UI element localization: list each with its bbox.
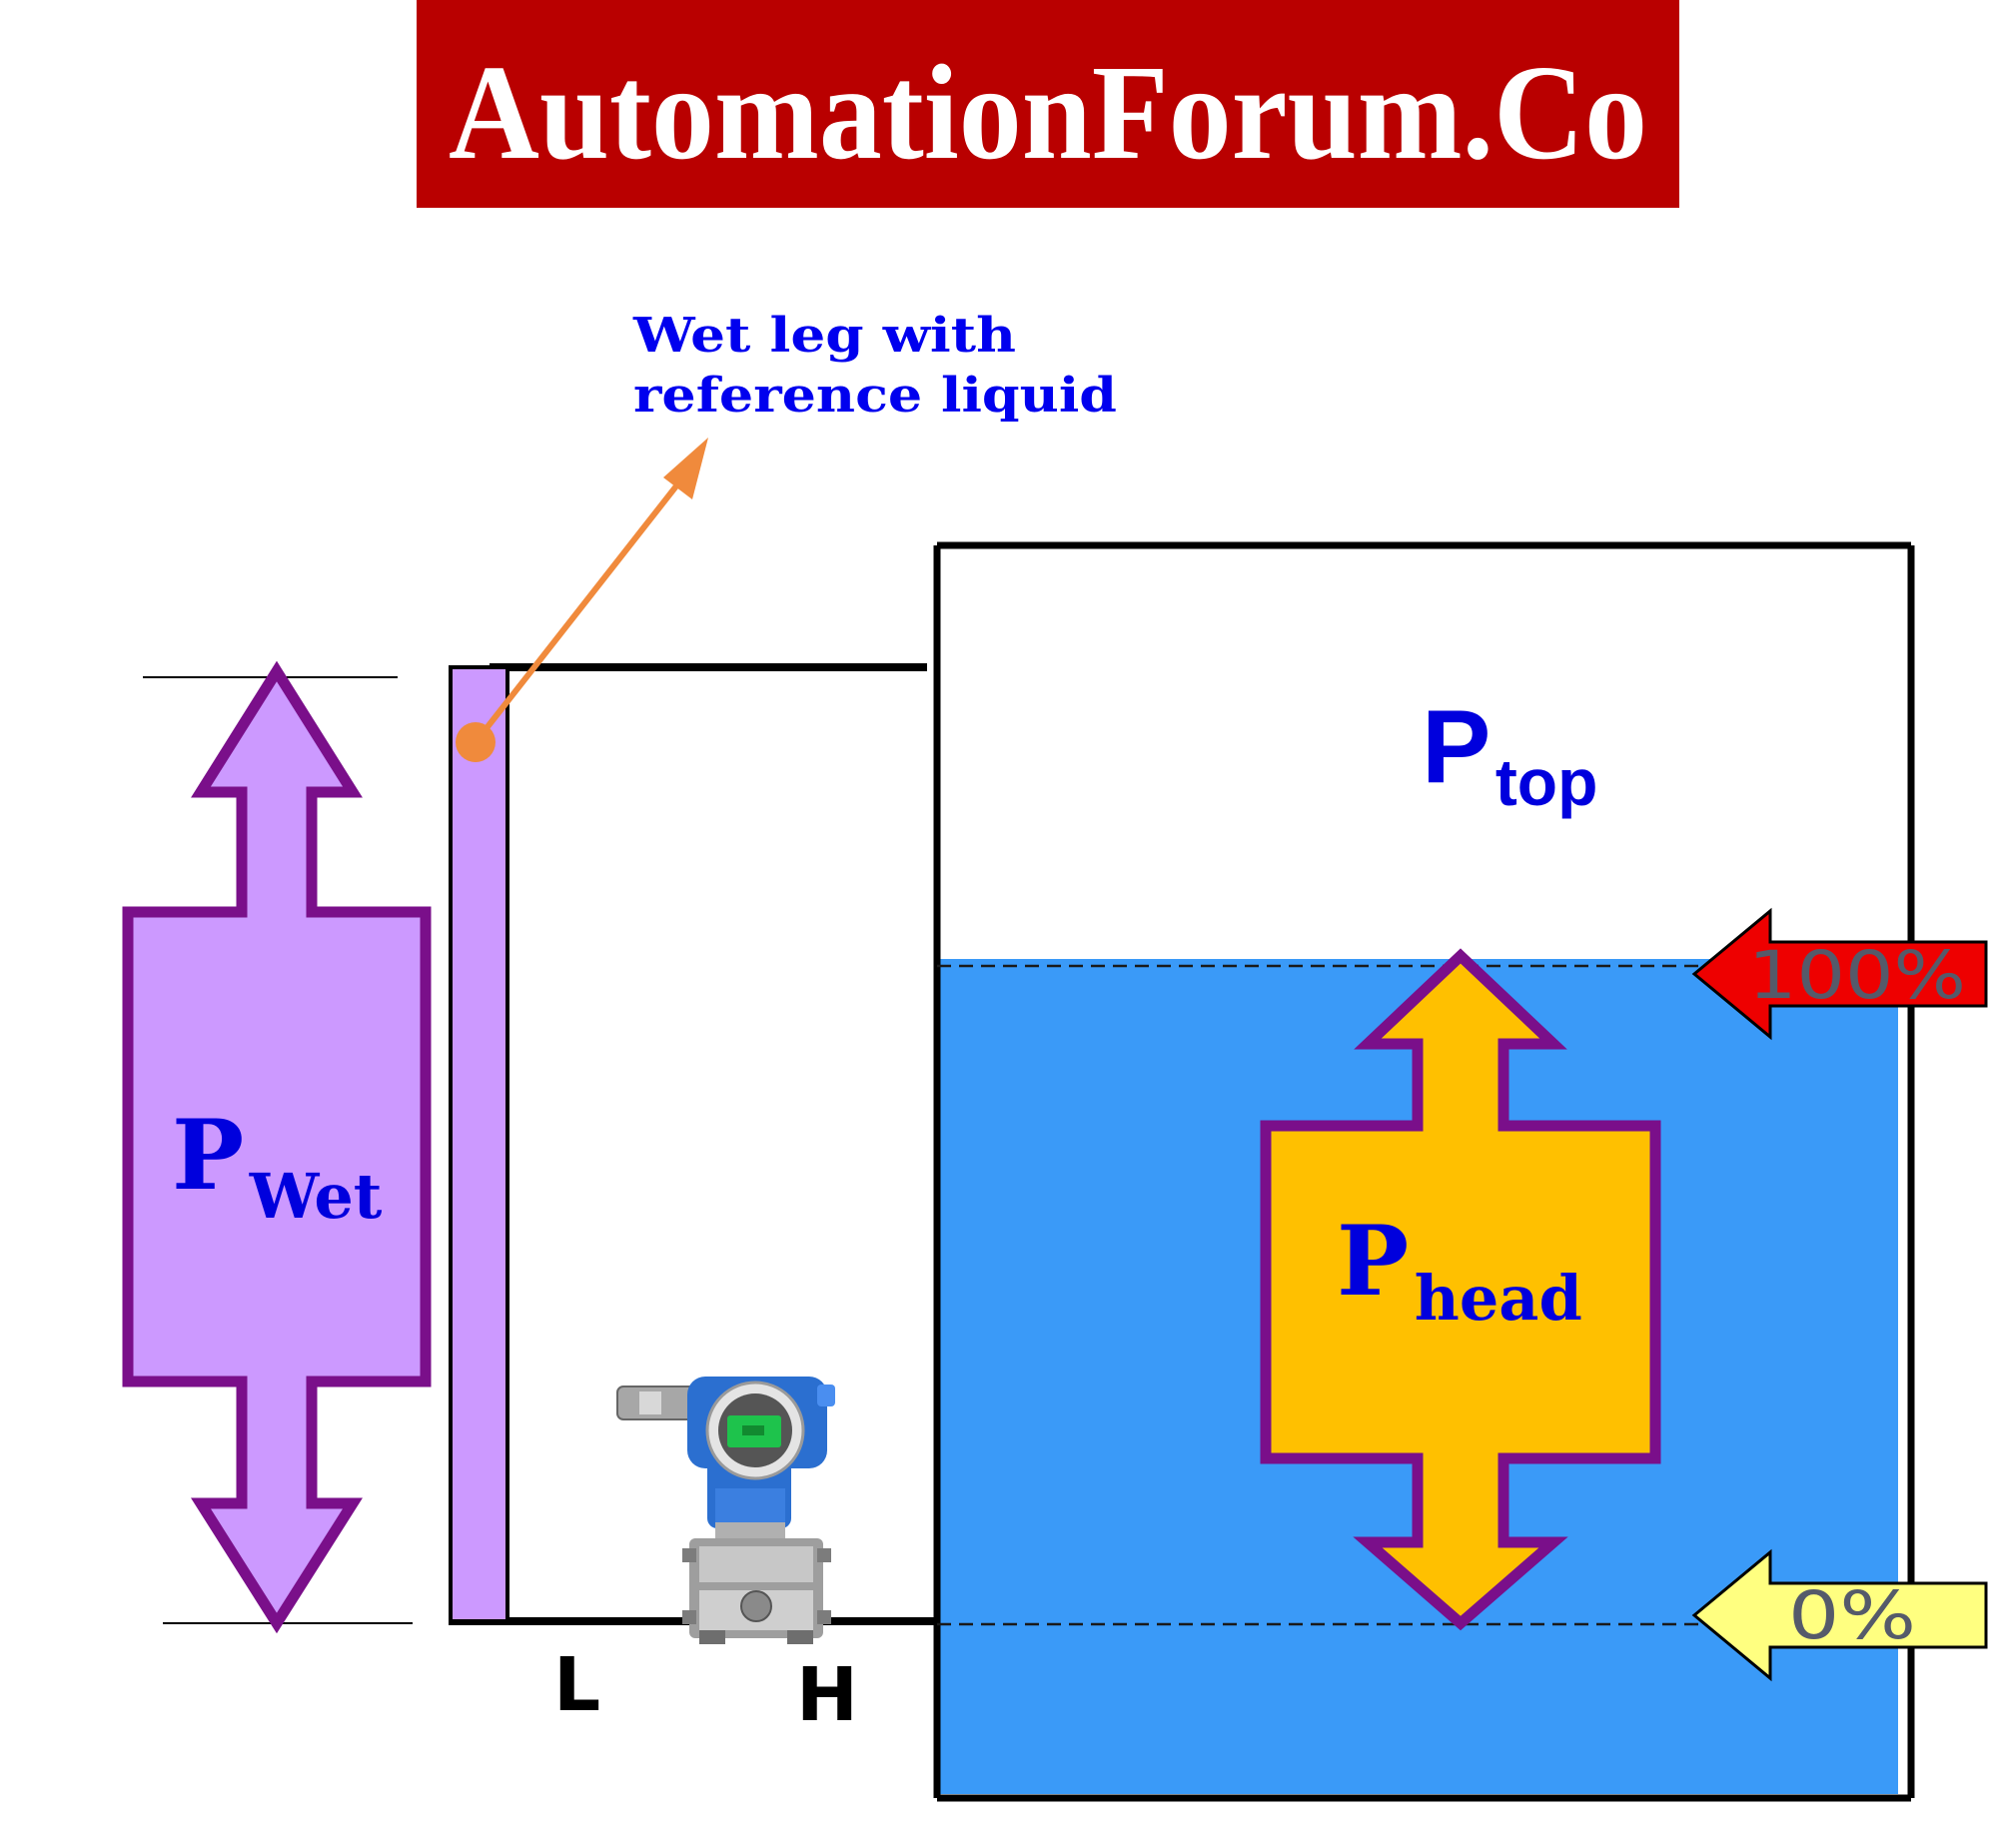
p-head-sub: head — [1415, 1262, 1582, 1335]
p-top-label: P top — [1422, 689, 1597, 819]
banner: AutomationForum.Co — [417, 0, 1679, 208]
p-head-main: P — [1337, 1205, 1409, 1318]
low-side-port-label: L — [553, 1642, 600, 1728]
level-0-marker: 0% — [1691, 1548, 1988, 1682]
p-head-double-arrow — [1260, 948, 1661, 1631]
high-side-port-label: H — [796, 1652, 858, 1738]
level-0-label: 0% — [1788, 1577, 1916, 1654]
differential-pressure-transmitter-icon — [616, 1377, 835, 1644]
p-top-sub: top — [1495, 745, 1598, 819]
callout-arrow — [456, 438, 708, 762]
p-head-label: P head — [1337, 1205, 1582, 1335]
level-100-label: 100% — [1748, 937, 1966, 1014]
p-wet-sub: Wet — [249, 1160, 383, 1233]
impulse-lines — [449, 663, 937, 1625]
callout-line-1: Wet leg with — [632, 308, 1016, 364]
banner-title: AutomationForum.Co — [449, 38, 1647, 188]
wet-leg-column — [449, 665, 509, 1623]
p-top-main: P — [1422, 689, 1491, 805]
p-wet-double-arrow — [122, 660, 432, 1634]
wet-leg-callout: Wet leg with reference liquid — [632, 308, 1117, 424]
banner-background — [417, 0, 1679, 208]
level-100-marker: 100% — [1691, 907, 1988, 1041]
callout-line-2: reference liquid — [633, 368, 1117, 424]
p-wet-main: P — [172, 1099, 244, 1212]
p-wet-label: P Wet — [172, 1099, 383, 1233]
